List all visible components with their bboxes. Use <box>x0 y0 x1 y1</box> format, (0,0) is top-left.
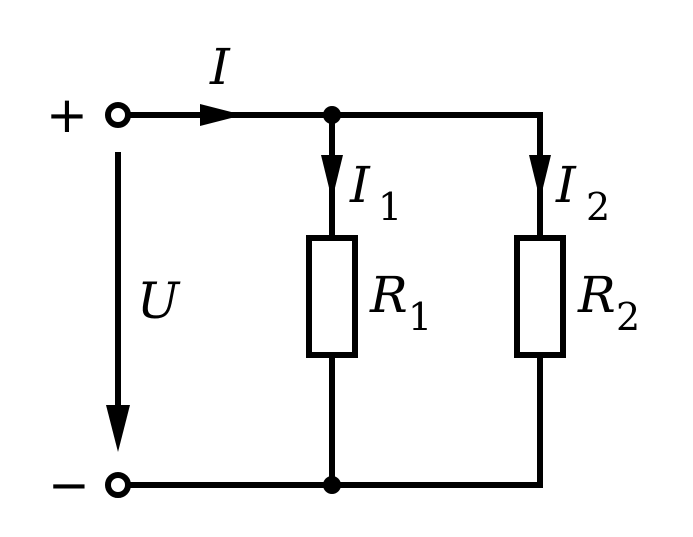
junction-top <box>323 106 341 124</box>
resistor-r1-label: R <box>369 266 408 324</box>
resistor-r2 <box>514 235 566 358</box>
main-current-arrow-icon <box>200 104 243 126</box>
resistor-r1-subscript: 1 <box>408 295 432 339</box>
branch1-current-arrow-icon <box>321 155 343 200</box>
branch1-current-label: I <box>349 156 371 214</box>
terminal-negative <box>105 472 131 498</box>
branch2-current-subscript: 2 <box>586 185 610 229</box>
resistor-r2-subscript: 2 <box>616 295 640 339</box>
voltage-label: U <box>137 272 181 330</box>
plus-sign-label: + <box>46 86 88 144</box>
minus-sign-label: − <box>48 456 90 514</box>
branch1-current-subscript: 1 <box>378 185 402 229</box>
junction-bottom <box>323 476 341 494</box>
branch2-current-label: I <box>555 156 577 214</box>
terminal-positive <box>105 102 131 128</box>
main-current-label: I <box>209 38 231 96</box>
branch2-current-arrow-icon <box>529 155 551 200</box>
voltage-arrow-head <box>106 405 130 452</box>
resistor-r2-label: R <box>577 266 616 324</box>
resistor-r1 <box>306 235 358 358</box>
